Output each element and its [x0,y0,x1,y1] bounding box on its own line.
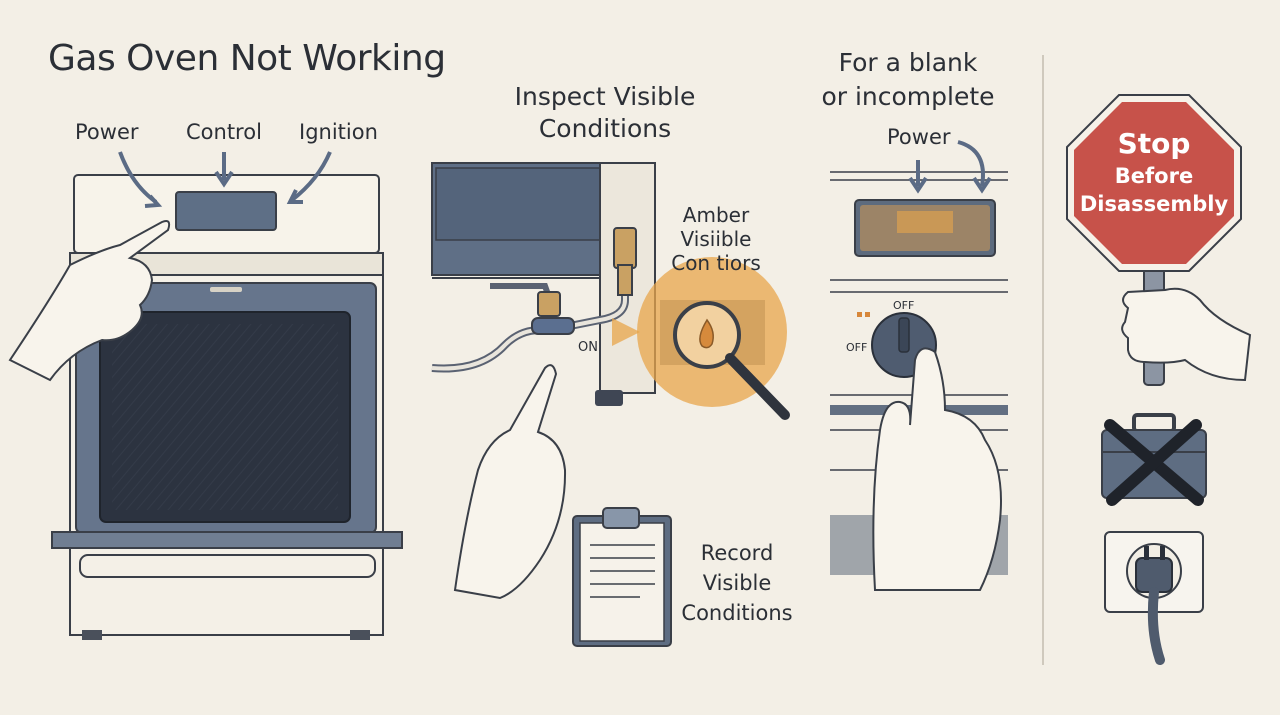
valve-on-label: ON [578,340,598,355]
amber-note-line1: Amber [682,203,750,227]
stop-sign-line1: Stop [1117,127,1191,160]
blank-heading: For a blank or incomplete [818,46,998,114]
amber-note-line2: Visiible [680,227,752,251]
power-plug-outlet-icon [1104,531,1204,665]
arrow-ignition [290,151,332,202]
blank-heading-line2: or incomplete [821,82,995,111]
stop-sign-line2: Before [1114,164,1194,188]
pointing-hand-icon [8,220,171,382]
inspect-heading: Inspect Visible Conditions [500,81,710,145]
label-power: Power [75,120,139,144]
knob-off-left: OFF [846,341,868,354]
record-note-line1: Record [700,541,774,565]
control-panel-illustration [830,140,1008,591]
label-control: Control [186,120,262,144]
stop-sign-line3: Disassembly [1079,192,1229,216]
amber-note-line3: Con tiors [671,251,761,275]
magnifier-flame-icon [673,301,790,420]
blank-heading-line1: For a blank [838,48,978,77]
oven-door-handle [79,554,376,578]
record-note: Record Visible Conditions [678,538,796,628]
amber-note: Amber Visiible Con tiors [660,203,772,275]
pointing-hand-icon [453,364,567,600]
oven-display-panel [175,191,277,231]
turning-hand-icon [872,347,1002,591]
page-title: Gas Oven Not Working [48,38,446,79]
toolbox-crossed-icon [1101,413,1207,506]
gas-valve-handle [531,317,575,335]
oven-illustration [8,151,403,640]
clipboard-icon [572,507,672,647]
holding-hand-icon [1121,287,1252,382]
gas-valve-illustration [431,162,790,647]
knob-off-top: OFF [893,299,915,312]
inspect-heading-line2: Conditions [538,114,672,143]
record-note-line2: Visible [702,571,772,595]
label-ignition: Ignition [299,120,378,144]
stop-sign-text: Stop Before Disassembly [1074,126,1234,218]
inspect-heading-line1: Inspect Visible [514,82,696,111]
label-power-display: Power [887,125,951,149]
record-note-line3: Conditions [681,601,793,625]
